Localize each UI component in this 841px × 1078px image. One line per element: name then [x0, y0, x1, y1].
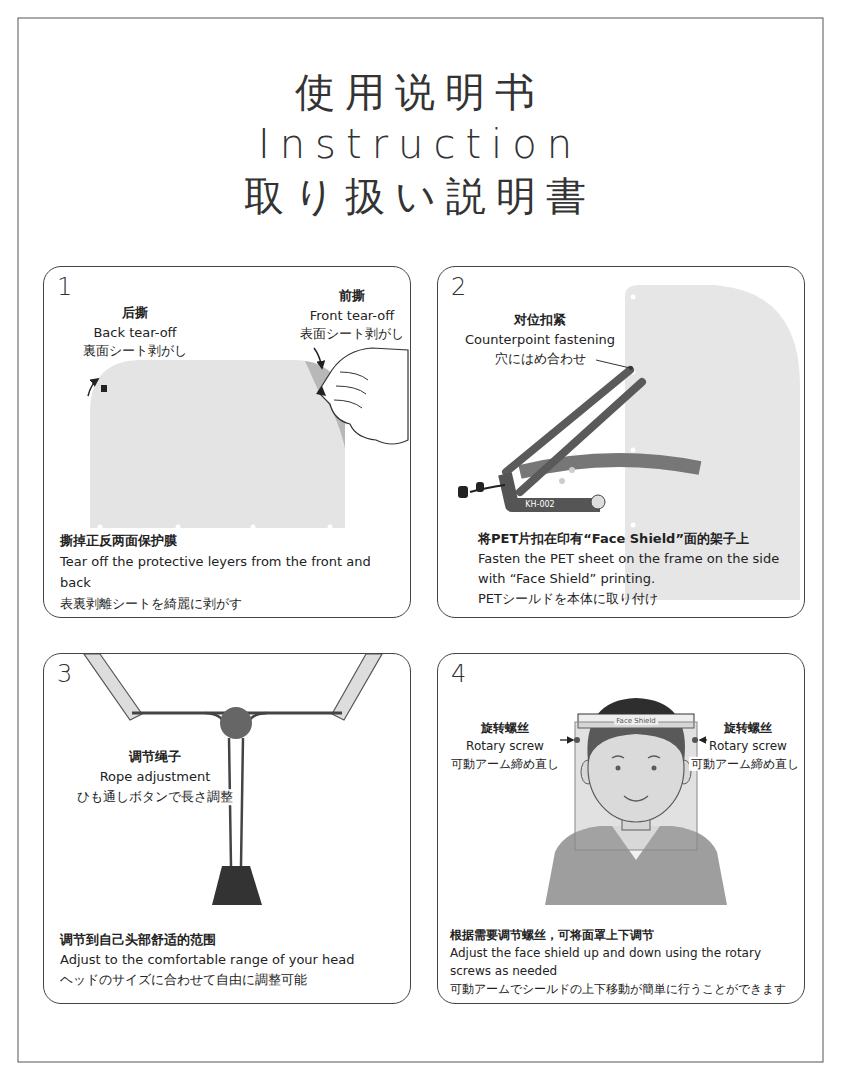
- hand-drawing: [336, 386, 366, 394]
- callout-label: 可動アーム締め直し: [689, 757, 801, 771]
- back-tear-marker: [88, 379, 107, 396]
- pointer-arrow: [560, 740, 716, 741]
- callout-label: 旋转螺丝: [479, 721, 531, 735]
- shield-sheet: [251, 525, 256, 530]
- person-figure: [692, 737, 698, 743]
- shield-sheet: [98, 525, 103, 530]
- page-title: 使用说明书 Instruction 取り扱い説明書: [210, 66, 630, 222]
- headband-frame: [506, 370, 630, 472]
- caption-text: PETシールドを本体に取り付け: [478, 589, 783, 609]
- caption-text: 根据需要调节螺丝，可将面罩上下调节: [450, 926, 795, 944]
- caption-text: 可動アームでシールドの上下移動が簡単に行うことができます: [450, 980, 795, 998]
- headband-frame: [470, 485, 505, 492]
- shield-sheet: [90, 360, 345, 528]
- step-number: 2: [451, 273, 466, 301]
- step-panel: 2 将PET片扣在印有“Face Shield”面的架子上Fasten the P…: [437, 266, 805, 618]
- page-border: [18, 18, 823, 1062]
- headband-frame: [476, 482, 484, 492]
- caption-text: 表裏剥離シートを綺麗に剥がす: [60, 593, 405, 614]
- rope-adjuster: [212, 866, 262, 905]
- headband-frame: [458, 370, 700, 509]
- callout-label: Rotary screw: [707, 739, 789, 753]
- caption-text: ヘッドのサイズに合わせて自由に調整可能: [60, 970, 405, 990]
- caption-block: 将PET片扣在印有“Face Shield”面的架子上Fasten the PE…: [478, 529, 783, 609]
- rope-adjuster: [332, 654, 382, 720]
- callout-label: 可動アーム締め直し: [449, 757, 561, 771]
- caption-block: 撕掉正反两面保护膜Tear off the protective leyers …: [60, 530, 405, 614]
- shield-sheet: [631, 448, 636, 453]
- hand-drawing: [316, 386, 326, 396]
- step-panel: 4 根据需要调节螺丝，可将面罩上下调节Adjust the face shield…: [437, 653, 805, 1004]
- hand-drawing: [316, 348, 408, 444]
- back-tear-marker: [88, 379, 98, 396]
- callout-label: ひも通しボタンで長さ調整: [75, 789, 235, 805]
- headband-frame: [559, 478, 565, 484]
- callout-label: Rotary screw: [464, 739, 546, 753]
- person-figure: [574, 737, 580, 743]
- callout-label: 对位扣紧: [512, 312, 568, 328]
- rope-adjuster: [84, 654, 382, 905]
- person-figure: [575, 722, 697, 850]
- callout-label: 旋转螺丝: [722, 721, 774, 735]
- person-figure: [545, 698, 727, 905]
- caption-text: 将PET片扣在印有“Face Shield”面的架子上: [478, 529, 783, 549]
- front-tear-arrow: [314, 348, 322, 368]
- pointer-arrow: [560, 739, 573, 740]
- shield-sheet: [328, 525, 333, 530]
- caption-text: Adjust to the comfortable range of your …: [60, 950, 405, 970]
- leader-line: [629, 366, 633, 370]
- callout-label: 表面シート剥がし: [298, 326, 406, 342]
- caption-text: Fasten the PET sheet on the frame on the…: [478, 549, 783, 589]
- callout-label: 前撕: [337, 288, 367, 304]
- leader-line: [596, 360, 633, 370]
- callout-label: 穴にはめ合わせ: [493, 351, 588, 367]
- caption-text: Tear off the protective leyers from the …: [60, 551, 405, 593]
- headband-frame: [591, 495, 605, 509]
- headband-frame: [458, 486, 468, 498]
- headband-frame: [520, 382, 642, 492]
- rope-adjuster: [84, 654, 142, 720]
- hand-drawing: [334, 400, 362, 408]
- callout-label: 后撕: [120, 305, 150, 321]
- callout-label: KH-002: [523, 500, 556, 510]
- shield-sheet: [176, 525, 181, 530]
- shield-sheet: [631, 523, 636, 528]
- headband-frame: [569, 467, 575, 473]
- step-number: 3: [57, 660, 72, 688]
- shield-sheet: [631, 295, 636, 300]
- caption-text: 撕掉正反两面保护膜: [60, 530, 405, 551]
- callout-label: 裏面シート剥がし: [81, 343, 189, 359]
- caption-block: 调节到自己头部舒适的范围Adjust to the comfortable ra…: [60, 930, 405, 990]
- leader-line: [596, 360, 630, 368]
- front-tear-arrow: [314, 348, 322, 368]
- step-number: 1: [57, 273, 72, 301]
- rope-adjuster: [220, 707, 252, 739]
- hand-drawing: [340, 372, 368, 380]
- caption-text: Adjust the face shield up and down using…: [450, 944, 795, 980]
- back-tear-marker: [101, 385, 107, 392]
- caption-block: 根据需要调节螺丝，可将面罩上下调节Adjust the face shield …: [450, 926, 795, 998]
- step-panel: 3 调节到自己头部舒适的范围Adjust to the comfortable r…: [43, 653, 411, 1004]
- callout-label: Back tear-off: [91, 325, 178, 341]
- callout-label: 调节绳子: [127, 749, 183, 765]
- step-number: 4: [451, 660, 466, 688]
- hand-drawing: [318, 348, 408, 444]
- shield-sheet: [90, 360, 345, 530]
- callout-label: Front tear-off: [308, 308, 396, 324]
- caption-text: 调节到自己头部舒适的范围: [60, 930, 405, 950]
- callout-label: Counterpoint fastening: [463, 332, 617, 348]
- callout-label: Rope adjustment: [98, 769, 213, 785]
- callout-label: Face Shield: [614, 717, 658, 725]
